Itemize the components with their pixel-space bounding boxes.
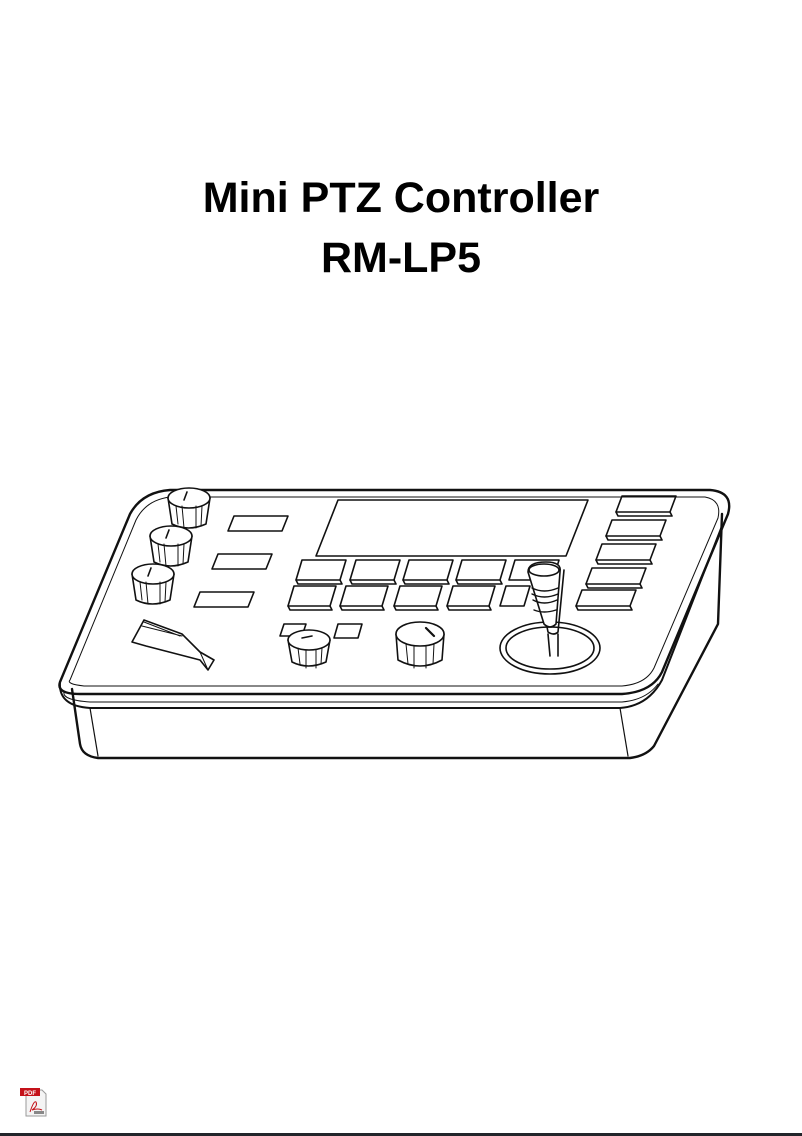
- rocker-switch: [131, 619, 215, 671]
- controller-body: [58, 488, 731, 760]
- model-number: RM-LP5: [320, 234, 482, 282]
- side-buttons: [575, 495, 677, 611]
- svg-text:PDF: PDF: [24, 1091, 36, 1097]
- lcd-screen: [315, 499, 589, 557]
- knob-3: [131, 563, 175, 605]
- controller-illustration: [58, 487, 731, 760]
- small-knob: [287, 629, 331, 669]
- document-title: Mini PTZ Controller: [202, 174, 600, 222]
- knob-2: [149, 525, 193, 567]
- label-slot-1: [227, 515, 289, 532]
- small-button-2: [333, 623, 363, 639]
- button-row-1: [295, 559, 560, 585]
- title-block: Mini PTZ Controller RM-LP5: [0, 168, 802, 288]
- pdf-file-icon: PDF: [20, 1088, 47, 1117]
- label-slot-2: [211, 553, 273, 570]
- page-bottom-border: [0, 1133, 802, 1136]
- joystick: [499, 561, 601, 675]
- rotary-knob: [395, 621, 445, 669]
- button-grid: [287, 559, 560, 611]
- label-slot-3: [193, 591, 255, 608]
- knob-1: [167, 487, 211, 529]
- button-row-2: [287, 585, 531, 611]
